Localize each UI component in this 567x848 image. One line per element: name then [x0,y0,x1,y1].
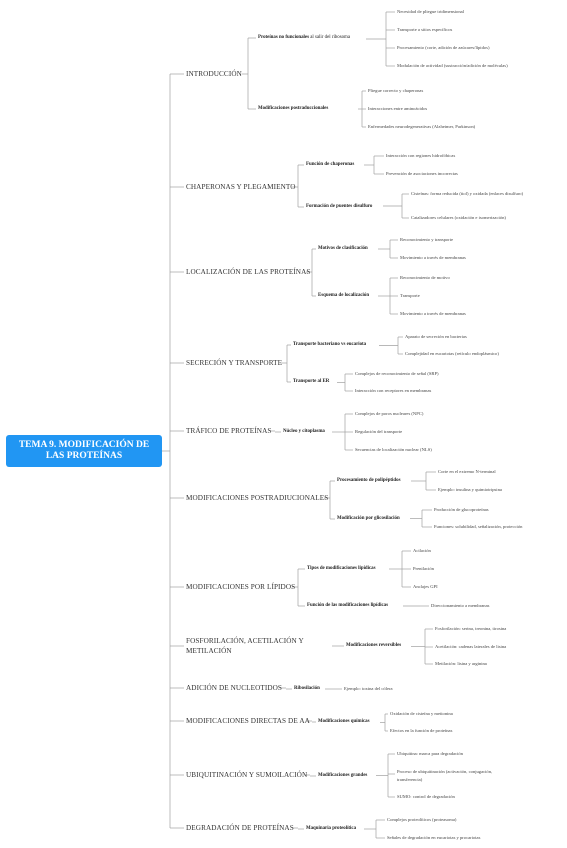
leaf-item[interactable]: Catalizadores celulares (oxidación e iso… [411,215,506,220]
leaf-item[interactable]: Funciones: solubilidad, señalización, pr… [434,524,523,529]
leaf-item[interactable]: SUMO: control de degradación [397,794,455,799]
leaf-item[interactable]: Acilación [413,548,431,553]
group-procesamiento-de-polipeptidos[interactable]: Procesamiento de polipéptidos [337,478,401,483]
leaf-item[interactable]: Direccionamiento a membranas [431,603,490,608]
leaf-item[interactable]: Movimiento a través de membranas [400,311,466,316]
group-modificaciones-quimicas[interactable]: Modificaciones químicas [318,719,370,724]
root-title-line1: TEMA 9. MODIFICACIÓN DE [18,440,150,450]
leaf-item[interactable]: Interacción con receptores en membranas [355,388,432,393]
topic-degradacion-de-proteinas[interactable]: DEGRADACIÓN DE PROTEÍNAS [186,824,294,832]
leaf-item[interactable]: Movimiento a través de membranas [400,255,466,260]
group-label-suffix: al salir del ribosoma [309,35,351,40]
leaf-item[interactable]: Transporte a sitios específicos [397,27,453,32]
group-motivos-de-clasificacion[interactable]: Motivos de clasificación [318,246,368,251]
topic-adicion-de-nucleotidos[interactable]: ADICIÓN DE NUCLEOTIDOS [186,684,283,692]
topic-chaperonas-y-plegamiento[interactable]: CHAPERONAS Y PLEGAMIENTO [186,183,296,191]
topic-modificaciones-por-lipidos[interactable]: MODIFICACIONES POR LÍPIDOS [186,583,296,591]
leaf-item[interactable]: Ubiquitina: marca para degradación [397,751,463,756]
group-label: Proteínas no funcionales [258,35,309,40]
leaf-item[interactable]: Complejos de reconocimiento de señal (SR… [355,371,439,376]
leaf-item[interactable]: Reconocimiento y transporte [400,237,454,242]
group-modificaciones-reversibles[interactable]: Modificaciones reversibles [346,643,402,648]
leaf-item[interactable]: Interacción con regiones hidrofóbicas [386,153,456,158]
leaf-item[interactable]: Anclajes GPI [413,584,438,589]
group-transporte-al-er[interactable]: Transporte al ER [293,379,330,384]
leaf-item[interactable]: Complejos proteolíticos (proteasoma) [387,817,457,822]
group-modificacion-por-glicosilacion[interactable]: Modificación por glicosilación [337,516,400,521]
leaf-item[interactable]: Metilación: lisina y arginina [435,661,487,666]
topic-secrecion-y-transporte[interactable]: SECRECIÓN Y TRANSPORTE [186,359,283,367]
leaf-item[interactable]: Corte en el extremo N-terminal [438,469,496,474]
leaf-item[interactable]: Procesamiento (corte, adición de azúcare… [397,45,490,50]
group-formacion-de-puentes-disulfuro[interactable]: Formación de puentes disulfuro [306,204,373,209]
leaf-item[interactable]: Modulación de actividad (sustracción/adi… [397,63,508,68]
leaf-item[interactable]: Secuencias de localización nuclear (NLS) [355,447,432,452]
leaf-item[interactable]: Proceso de ubiquitinación (activación, c… [397,769,493,774]
group-transporte-bacteriano-vs-eucariota[interactable]: Transporte bacteriano vs eucariota [293,342,367,347]
leaf-item[interactable]: Complejidad en eucariotas (retículo endo… [405,351,499,356]
leaf-item[interactable]: Ejemplo: insulina y quimiotripsina [438,487,502,492]
leaf-item[interactable]: Prevención de asociaciones incorrectas [386,171,458,176]
leaf-item[interactable]: Enfermedades neurodegenerativas (Alzheim… [368,124,476,129]
leaf-item[interactable]: Regulación del transporte [355,429,403,434]
leaf-item[interactable]: Señales de degradación en eucariotas y p… [387,835,481,840]
topic-fosforilacion-acetilacion-metilacion-line2: METILACIÓN [186,647,232,655]
leaf-item-continuation: transferencia) [397,777,423,782]
topic-introduccion[interactable]: INTRODUCCIÓN [186,70,242,78]
leaf-item[interactable]: Producción de glucoproteínas [434,507,489,512]
topic-modificaciones-directas-de-aa[interactable]: MODIFICACIONES DIRECTAS DE AA [186,717,310,725]
group-proteinas-no-funcionales[interactable]: Proteínas no funcionales al salir del ri… [258,34,350,42]
group-ribosilacion[interactable]: Ribosilación [294,686,320,691]
leaf-item[interactable]: Cisteínas: forma reducida (tiol) y oxida… [411,191,524,196]
group-funcion-de-chaperonas[interactable]: Función de chaperonas [306,162,355,167]
leaf-item[interactable]: Complejos de poros nucleares (NPC) [355,411,424,416]
leaf-item[interactable]: Necesidad de pliegue tridimensional [397,9,464,14]
topic-ubiquitinacion-y-sumoilacion[interactable]: UBIQUITINACIÓN Y SUMOILACIÓN [186,771,308,779]
leaf-item[interactable]: Acetilación: cadenas laterales de lisina [435,644,507,649]
leaf-item[interactable]: Transporte [400,293,420,298]
topic-trafico-de-proteinas[interactable]: TRÁFICO DE PROTEÍNAS [186,427,272,435]
group-modificaciones-postraduccionales[interactable]: Modificaciones postraduccionales [258,106,329,111]
topic-fosforilacion-acetilacion-metilacion[interactable]: FOSFORILACIÓN, ACETILACIÓN Y [186,637,304,645]
group-modificaciones-grandes[interactable]: Modificaciones grandes [318,773,368,778]
group-maquinaria-proteolitica[interactable]: Maquinaria proteolítica [306,826,357,831]
group-esquema-de-localizacion[interactable]: Esquema de localización [318,293,370,298]
leaf-item[interactable]: Reconocimiento de motivo [400,275,450,280]
group-funcion-de-las-modificaciones-lipidicas[interactable]: Función de las modificaciones lipídicas [307,603,388,608]
leaf-item[interactable]: Efectos en la función de proteínas [390,728,453,733]
leaf-item[interactable]: Oxidación de cisteína y metionina [390,711,453,716]
topic-modificaciones-postradiucionales[interactable]: MODIFICACIONES POSTRADIUCIONALES [186,494,329,502]
topic-localizacion-de-las-proteinas[interactable]: LOCALIZACIÓN DE LAS PROTEÍNAS [186,268,311,276]
leaf-item[interactable]: Interacciones entre aminoácidos [368,106,428,111]
root-node-title[interactable]: TEMA 9. MODIFICACIÓN DE LAS PROTEÍNAS [6,435,162,467]
leaf-item[interactable]: Pliegue correcto y chaperonas [368,88,424,93]
leaf-item[interactable]: Aparato de secreción en bacterias [405,334,467,339]
leaf-item[interactable]: Fosforilación: serina, treonina, tirosin… [435,626,507,631]
group-tipos-de-modificaciones-lipidicas[interactable]: Tipos de modificaciones lipídicas [307,566,376,571]
group-nucleo-y-citoplasma[interactable]: Núcleo y citoplasma [283,429,325,434]
leaf-item[interactable]: Ejemplo: toxina del cólera [344,686,393,691]
root-title-line2: LAS PROTEÍNAS [45,451,123,461]
leaf-item[interactable]: Prenilación [413,566,434,571]
